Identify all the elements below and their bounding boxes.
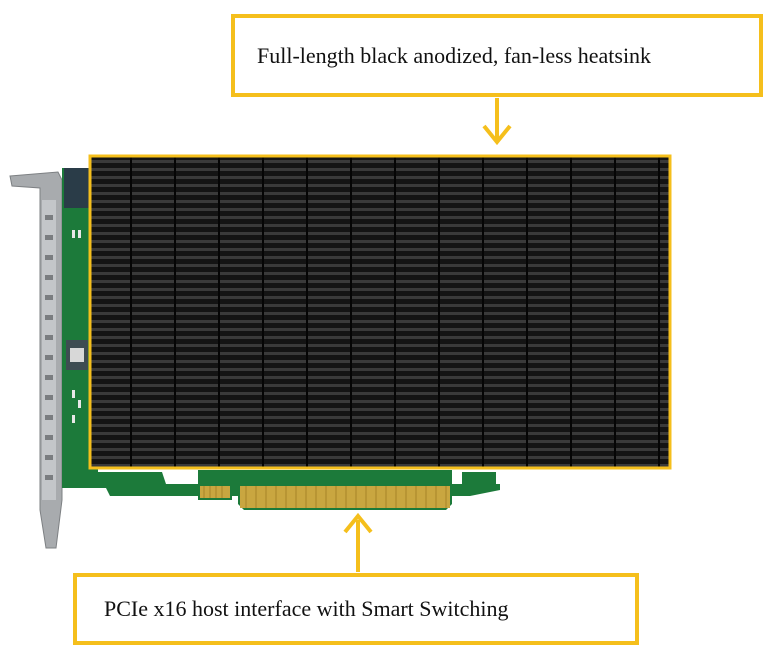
interface-callout: PCIe x16 host interface with Smart Switc… bbox=[73, 573, 639, 645]
arrow-up-icon bbox=[343, 512, 373, 572]
arrow-down-icon bbox=[482, 98, 512, 146]
interface-callout-text: PCIe x16 host interface with Smart Switc… bbox=[104, 596, 509, 621]
heatsink bbox=[88, 154, 672, 470]
pcie-gold-fingers bbox=[198, 470, 496, 510]
heatsink-callout: Full-length black anodized, fan-less hea… bbox=[231, 14, 763, 97]
pcie-bracket bbox=[9, 171, 63, 549]
heatsink-callout-text: Full-length black anodized, fan-less hea… bbox=[257, 42, 652, 68]
